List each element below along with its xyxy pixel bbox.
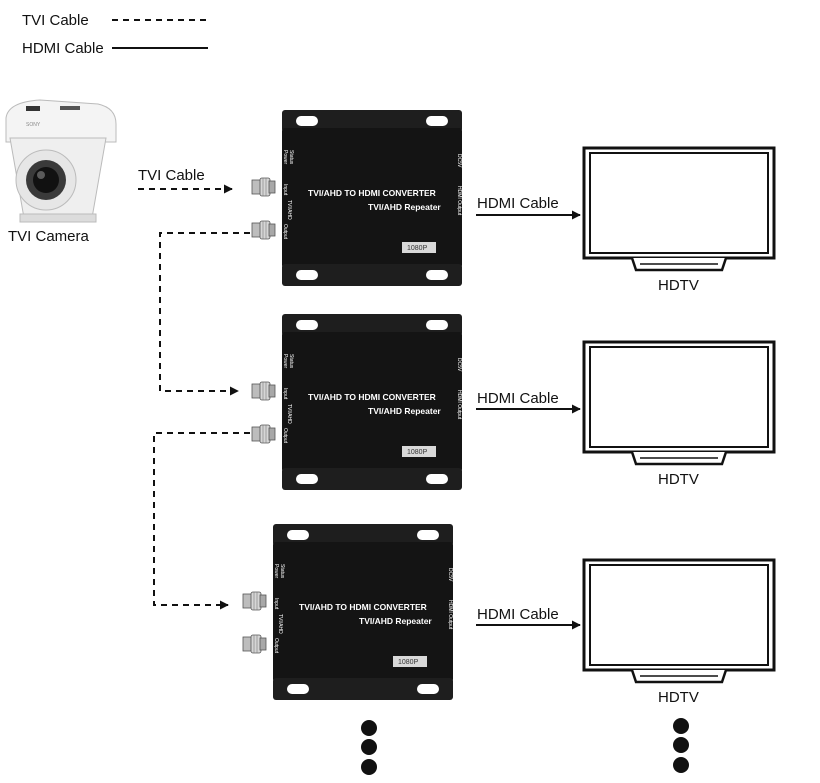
hdtv-1: HDTV xyxy=(582,146,776,294)
continuation-dot xyxy=(673,757,689,773)
device-output-label: Output xyxy=(282,224,288,240)
legend-tvi-label: TVI Cable xyxy=(22,12,89,29)
continuation-dot xyxy=(361,720,377,736)
device-hdmi-output-label: HDMI Output xyxy=(456,186,462,216)
hdtv-label: HDTV xyxy=(658,689,699,706)
continuation-dots-tvs xyxy=(673,718,689,773)
device-title: TVI/AHD TO HDMI CONVERTER xyxy=(308,188,436,198)
device-subtitle: TVI/AHD Repeater xyxy=(368,406,441,416)
device-tviahd-label: TVI/AHD xyxy=(286,404,292,424)
bnc-input-connector xyxy=(251,177,276,197)
device-dc-label: DC5V xyxy=(456,358,462,372)
device-power-label: Power xyxy=(282,354,288,369)
tvi-loop-cable-1-to-2 xyxy=(159,232,250,396)
camera-label: TVI Camera xyxy=(8,228,90,245)
device-badge: 1080P xyxy=(407,245,428,252)
hdtv-2: HDTV xyxy=(582,340,776,488)
device-status-label: Status xyxy=(279,564,285,579)
device-tviahd-label: TVI/AHD xyxy=(286,200,292,220)
device-tviahd-label: TVI/AHD xyxy=(277,614,283,634)
bnc-input-connector xyxy=(251,381,276,401)
device-badge: 1080P xyxy=(407,449,428,456)
device-title: TVI/AHD TO HDMI CONVERTER xyxy=(308,392,436,402)
hdtv-label: HDTV xyxy=(658,471,699,488)
hdmi-cable-label-2: HDMI Cable xyxy=(477,390,559,407)
hdtv-label: HDTV xyxy=(658,277,699,294)
continuation-dot xyxy=(361,759,377,775)
legend: TVI Cable HDMI Cable xyxy=(22,12,208,57)
tv-icon xyxy=(582,340,776,466)
bnc-output-connector xyxy=(251,424,276,444)
device-title: TVI/AHD TO HDMI CONVERTER xyxy=(299,602,427,612)
device-power-label: Power xyxy=(273,564,279,579)
device-dc-label: DC5V xyxy=(447,568,453,582)
bnc-output-connector xyxy=(242,634,267,654)
continuation-dot xyxy=(361,739,377,755)
continuation-dot xyxy=(673,718,689,734)
legend-hdmi-label: HDMI Cable xyxy=(22,40,104,57)
tv-icon xyxy=(582,146,776,272)
device-hdmi-output-label: HDMI Output xyxy=(447,600,453,630)
hdmi-cable-label-1: HDMI Cable xyxy=(477,195,559,212)
device-input-label: Input xyxy=(282,184,288,196)
camera-icon: SONY xyxy=(5,99,117,223)
tv-icon xyxy=(582,558,776,684)
converter-device-2: TVI/AHD TO HDMI CONVERTER TVI/AHD Repeat… xyxy=(251,314,462,490)
tvi-loop-cable-2-to-3 xyxy=(153,432,250,610)
device-badge: 1080P xyxy=(398,659,419,666)
device-hdmi-output-label: HDMI Output xyxy=(456,390,462,420)
device-output-label: Output xyxy=(273,638,279,654)
tvi-input-cable-label: TVI Cable xyxy=(138,167,205,184)
device-dc-label: DC5V xyxy=(456,154,462,168)
hdmi-cable-label-3: HDMI Cable xyxy=(477,606,559,623)
device-subtitle: TVI/AHD Repeater xyxy=(359,616,432,626)
converter-device-1: TVI/AHD TO HDMI CONVERTER TVI/AHD Repeat… xyxy=(251,110,462,286)
tvi-camera: SONY TVI Camera xyxy=(5,99,117,245)
bnc-input-connector xyxy=(242,591,267,611)
continuation-dots-devices xyxy=(361,720,377,775)
converter-device-3: TVI/AHD TO HDMI CONVERTER TVI/AHD Repeat… xyxy=(242,524,453,700)
device-input-label: Input xyxy=(273,598,279,610)
bnc-output-connector xyxy=(251,220,276,240)
device-power-label: Power xyxy=(282,150,288,165)
device-input-label: Input xyxy=(282,388,288,400)
device-output-label: Output xyxy=(282,428,288,444)
device-subtitle: TVI/AHD Repeater xyxy=(368,202,441,212)
device-status-label: Status xyxy=(288,354,294,369)
device-status-label: Status xyxy=(288,150,294,165)
hdtv-3: HDTV xyxy=(582,558,776,706)
camera-brand: SONY xyxy=(26,122,41,128)
continuation-dot xyxy=(673,737,689,753)
